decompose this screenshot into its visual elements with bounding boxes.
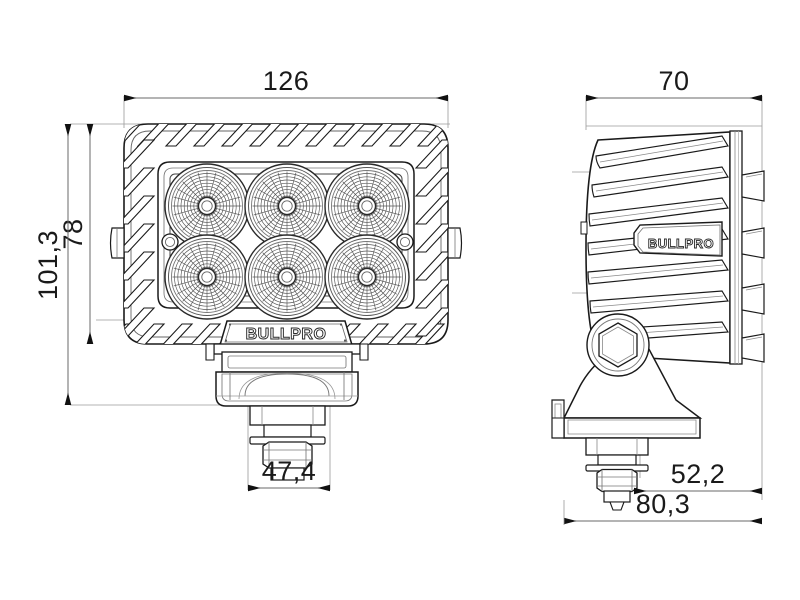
side-view: BULLPRO xyxy=(551,96,765,511)
front-mount-bracket xyxy=(205,343,369,481)
front-bezel-screws xyxy=(161,233,414,251)
led-lens xyxy=(324,234,410,320)
side-mount-bracket xyxy=(551,313,703,511)
dimension-126-label: 126 xyxy=(263,66,310,96)
dimension-126: 126 xyxy=(124,66,448,102)
dimension-474-label: 47,4 xyxy=(262,456,317,486)
led-array xyxy=(164,163,410,320)
front-side-tabs xyxy=(109,227,463,259)
dimension-474: 47,4 xyxy=(248,456,330,492)
led-lens xyxy=(164,234,250,320)
dimension-1013: 101,3 xyxy=(33,124,72,405)
dimension-803: 80,3 xyxy=(563,489,762,525)
side-dimensions: 70 52,2 80,3 xyxy=(563,66,762,525)
side-housing: BULLPRO xyxy=(580,130,765,365)
dimension-803-label: 80,3 xyxy=(636,489,691,519)
dimension-1013-label: 101,3 xyxy=(33,230,63,300)
side-pivot-bolt xyxy=(586,313,650,377)
front-dimensions: 126 78 101,3 47,4 xyxy=(33,66,448,492)
front-logo-badge: BULLPRO xyxy=(219,320,353,346)
dimension-70-label: 70 xyxy=(658,66,689,96)
dimension-522-label: 52,2 xyxy=(671,459,726,489)
dimension-70: 70 xyxy=(586,66,762,102)
dimension-78-label: 78 xyxy=(58,218,88,249)
led-lens xyxy=(244,234,330,320)
front-view: BULLPRO xyxy=(70,96,463,490)
dimension-522: 52,2 xyxy=(634,459,762,495)
side-rear-tabs xyxy=(741,170,765,363)
side-logo-badge: BULLPRO xyxy=(633,221,723,257)
front-logo-text: BULLPRO xyxy=(246,326,327,343)
side-fin-ribs xyxy=(587,135,729,343)
dimension-78: 78 xyxy=(58,124,94,344)
side-logo-text: BULLPRO xyxy=(648,236,714,251)
